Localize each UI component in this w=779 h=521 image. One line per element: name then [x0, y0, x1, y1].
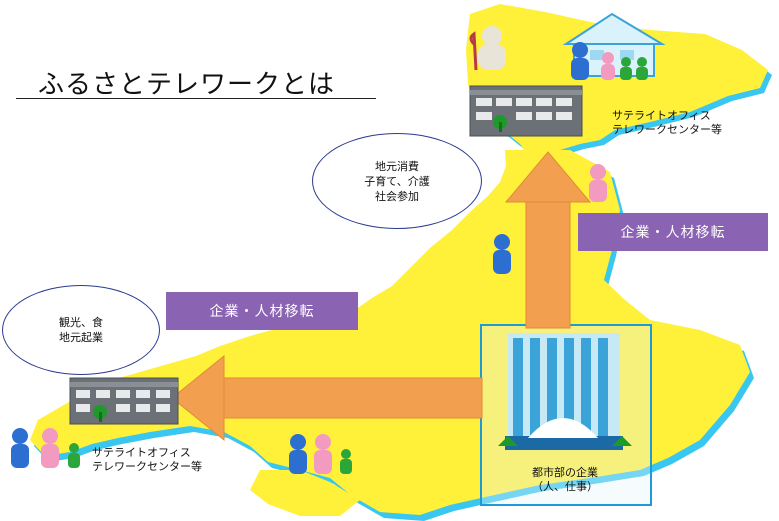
relocation-badge-lower: 企業・人材移転 [166, 292, 358, 330]
shikoku-island [250, 470, 360, 516]
urban-office-building-icon [498, 333, 632, 450]
local-benefits-north-bubble: 地元消費 子育て、介護 社会参加 [312, 133, 482, 229]
family-figures-west-icon [11, 428, 80, 468]
relocation-arrow-north [504, 151, 592, 329]
shrub-icon [612, 436, 632, 446]
person-blue-icon [493, 234, 511, 274]
satellite-office-west-icon [69, 377, 179, 425]
satellite-office-north-label: サテライトオフィス テレワークセンター等 [612, 109, 722, 136]
shrub-icon [498, 436, 518, 446]
urban-company-label: 都市部の企業 （人、仕事） [532, 466, 598, 493]
page-title: ふるさとテレワークとは [38, 70, 336, 100]
title-underline [16, 98, 376, 99]
satellite-office-west-label: サテライトオフィス テレワークセンター等 [92, 446, 202, 473]
elderly-person-icon [469, 26, 506, 71]
local-benefits-west-bubble: 観光、食 地元起業 [2, 285, 160, 375]
family-figures-north-icon [571, 42, 648, 80]
person-pink-icon [589, 164, 607, 202]
relocation-badge-upper: 企業・人材移転 [578, 213, 768, 251]
satellite-office-north-icon [469, 85, 583, 137]
relocation-arrow-west [171, 354, 483, 442]
family-figures-south-icon [289, 434, 352, 474]
